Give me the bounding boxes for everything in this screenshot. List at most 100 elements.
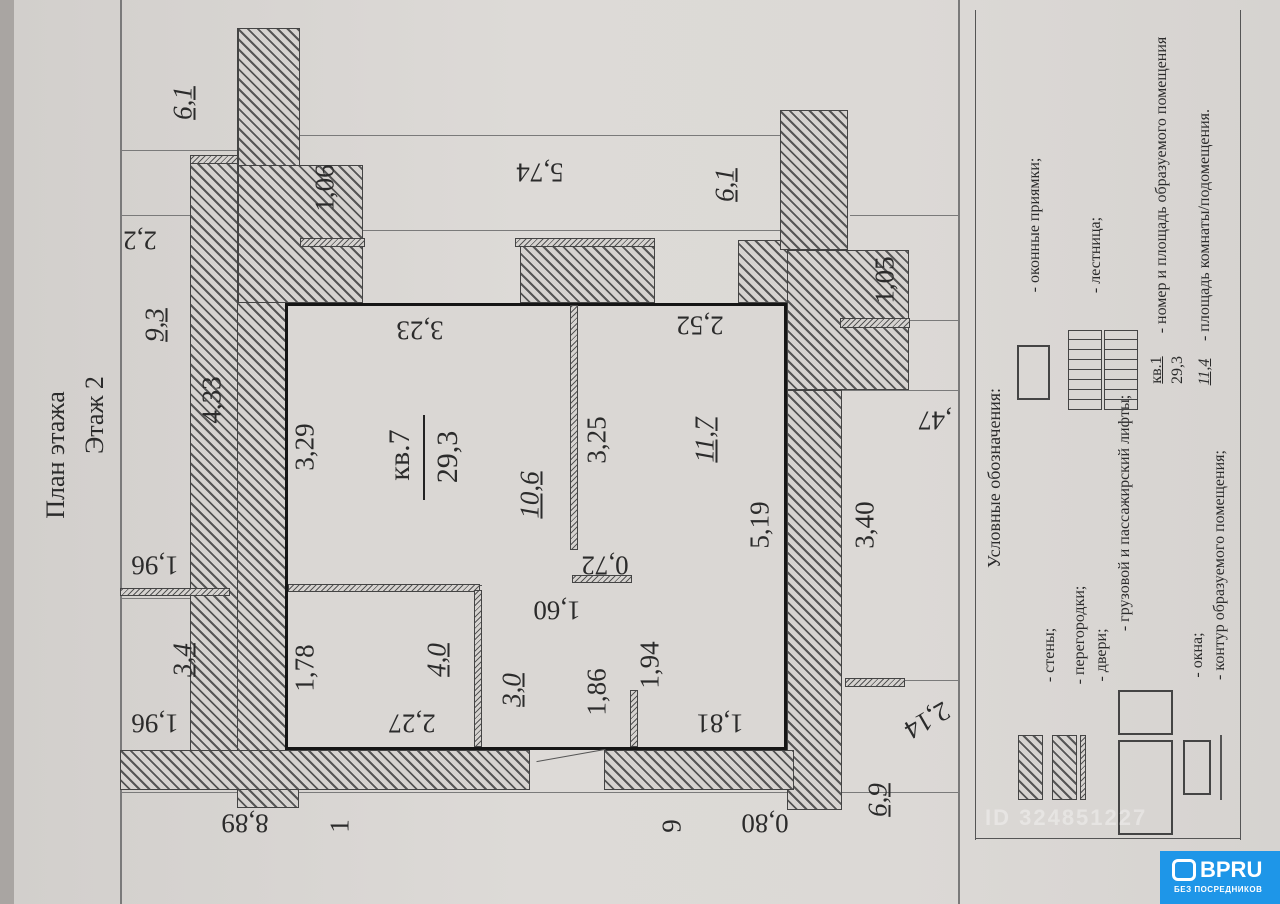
grid-line xyxy=(300,230,780,231)
dimension: 3,40 xyxy=(849,501,880,549)
watermark: ID 324851227 xyxy=(985,805,1148,830)
wall-symbol xyxy=(1018,735,1043,800)
dimension: 1 xyxy=(324,819,355,833)
grid-line xyxy=(120,598,230,599)
partition xyxy=(288,584,480,592)
stairs-symbol xyxy=(1104,330,1138,410)
wall xyxy=(120,750,530,790)
frame-line xyxy=(120,0,122,904)
room-area: 4,0 xyxy=(421,643,452,677)
grid-line xyxy=(120,215,230,216)
dimension: 0,72 xyxy=(581,550,629,581)
dimension: 2,27 xyxy=(388,708,436,739)
room-area: 6,1 xyxy=(709,168,740,202)
wall xyxy=(780,110,848,250)
floor-label: Этаж 2 xyxy=(80,376,109,454)
legend-sample-number: кв.1 xyxy=(1148,356,1165,384)
legend-partitions: - перегородки; xyxy=(1071,585,1088,685)
dimension: 3,29 xyxy=(289,423,320,471)
dimension: 2,52 xyxy=(676,310,724,341)
apartment-number: кв.7 xyxy=(383,429,416,481)
room-area: 9,3 xyxy=(139,308,170,342)
dimension: 1,86 xyxy=(581,668,612,716)
wall xyxy=(604,750,794,790)
legend-window-pits: - оконные приямки; xyxy=(1026,157,1043,293)
photo-edge xyxy=(0,0,14,904)
window-symbol xyxy=(1183,740,1211,795)
door xyxy=(480,585,482,586)
dimension: 3,25 xyxy=(581,416,612,464)
dimension: 0,80 xyxy=(741,808,789,839)
room-area: 6,9 xyxy=(862,783,893,817)
legend-heading: Условные обозначения: xyxy=(984,387,1004,569)
partition xyxy=(840,318,910,328)
dimension: 1,78 xyxy=(289,644,320,692)
legend-doors: - двери; xyxy=(1093,628,1110,682)
legend-room-area: - площадь комнаты/подомещения. xyxy=(1196,108,1213,342)
partition xyxy=(515,238,655,247)
room-area: 3,0 xyxy=(496,673,527,707)
partition-symbol xyxy=(1080,735,1086,800)
fraction-line xyxy=(423,415,425,500)
legend-number-area: - номер и площадь образуемого помещения xyxy=(1153,36,1170,334)
grid-line xyxy=(120,150,240,151)
dimension: 1,96 xyxy=(131,708,179,739)
contour-symbol xyxy=(1220,735,1222,800)
partition xyxy=(572,575,632,583)
legend-frame xyxy=(975,838,1240,839)
apartment-contour xyxy=(285,303,787,750)
legend-sample-area: 29,3 xyxy=(1169,356,1186,384)
dimension: ,47 xyxy=(918,405,952,436)
window-pit-symbol xyxy=(1017,345,1050,400)
legend-frame xyxy=(1240,10,1241,840)
room-area: 10,6 xyxy=(514,471,545,519)
partition xyxy=(845,678,905,687)
wall xyxy=(520,240,655,303)
badge-brand: BPRU xyxy=(1200,857,1263,882)
key-people-icon xyxy=(1172,859,1196,881)
partition xyxy=(120,588,230,596)
partition-wall-symbol xyxy=(1052,735,1077,800)
dimension: 1,94 xyxy=(634,641,665,689)
badge-tagline: БЕЗ ПОСРЕДНИКОВ xyxy=(1174,885,1263,894)
dimension: 1,81 xyxy=(696,708,744,739)
wall xyxy=(238,28,300,168)
dimension: 5,19 xyxy=(744,501,775,549)
legend-sample-room: 11,4 xyxy=(1196,358,1213,386)
legend-lifts: - грузовой и пассажирский лифты; xyxy=(1116,394,1133,632)
lift-symbol xyxy=(1118,740,1173,835)
dimension: 1,96 xyxy=(131,550,179,581)
partition xyxy=(570,305,578,550)
room-area: 11,7 xyxy=(689,417,720,463)
plan-title: План этажа xyxy=(41,391,70,519)
apartment-area: 29,3 xyxy=(431,430,464,484)
legend-windows: - окна; xyxy=(1189,632,1206,678)
dimension: 4,33 xyxy=(196,376,227,424)
partition xyxy=(190,155,238,164)
partition xyxy=(474,590,482,747)
grid-line xyxy=(300,135,780,136)
dimension: 1,06 xyxy=(309,164,340,212)
room-area: 3,4 xyxy=(167,643,198,677)
dimension: 2,2 xyxy=(123,225,157,256)
room-area: 6,1 xyxy=(167,86,198,120)
dimension: 9 xyxy=(656,819,687,833)
partition xyxy=(630,690,638,747)
grid-line xyxy=(840,390,960,391)
wall xyxy=(190,160,238,790)
wall xyxy=(238,165,363,303)
dimension: 8,89 xyxy=(221,808,269,839)
stairs-symbol xyxy=(1068,330,1102,410)
grid-line xyxy=(120,792,960,793)
dimension: 5,74 xyxy=(516,157,564,188)
dimension: 3,23 xyxy=(396,315,444,346)
legend-frame xyxy=(975,10,976,840)
partition xyxy=(300,238,365,247)
frame-line xyxy=(958,0,960,904)
grid-line xyxy=(850,215,960,216)
legend-stairs: - лестница; xyxy=(1087,216,1104,294)
bpru-badge[interactable]: BPRU БЕЗ ПОСРЕДНИКОВ xyxy=(1160,851,1280,904)
dimension: 1,60 xyxy=(533,595,581,626)
wall xyxy=(787,390,842,810)
dimension: 1,05 xyxy=(869,256,900,304)
